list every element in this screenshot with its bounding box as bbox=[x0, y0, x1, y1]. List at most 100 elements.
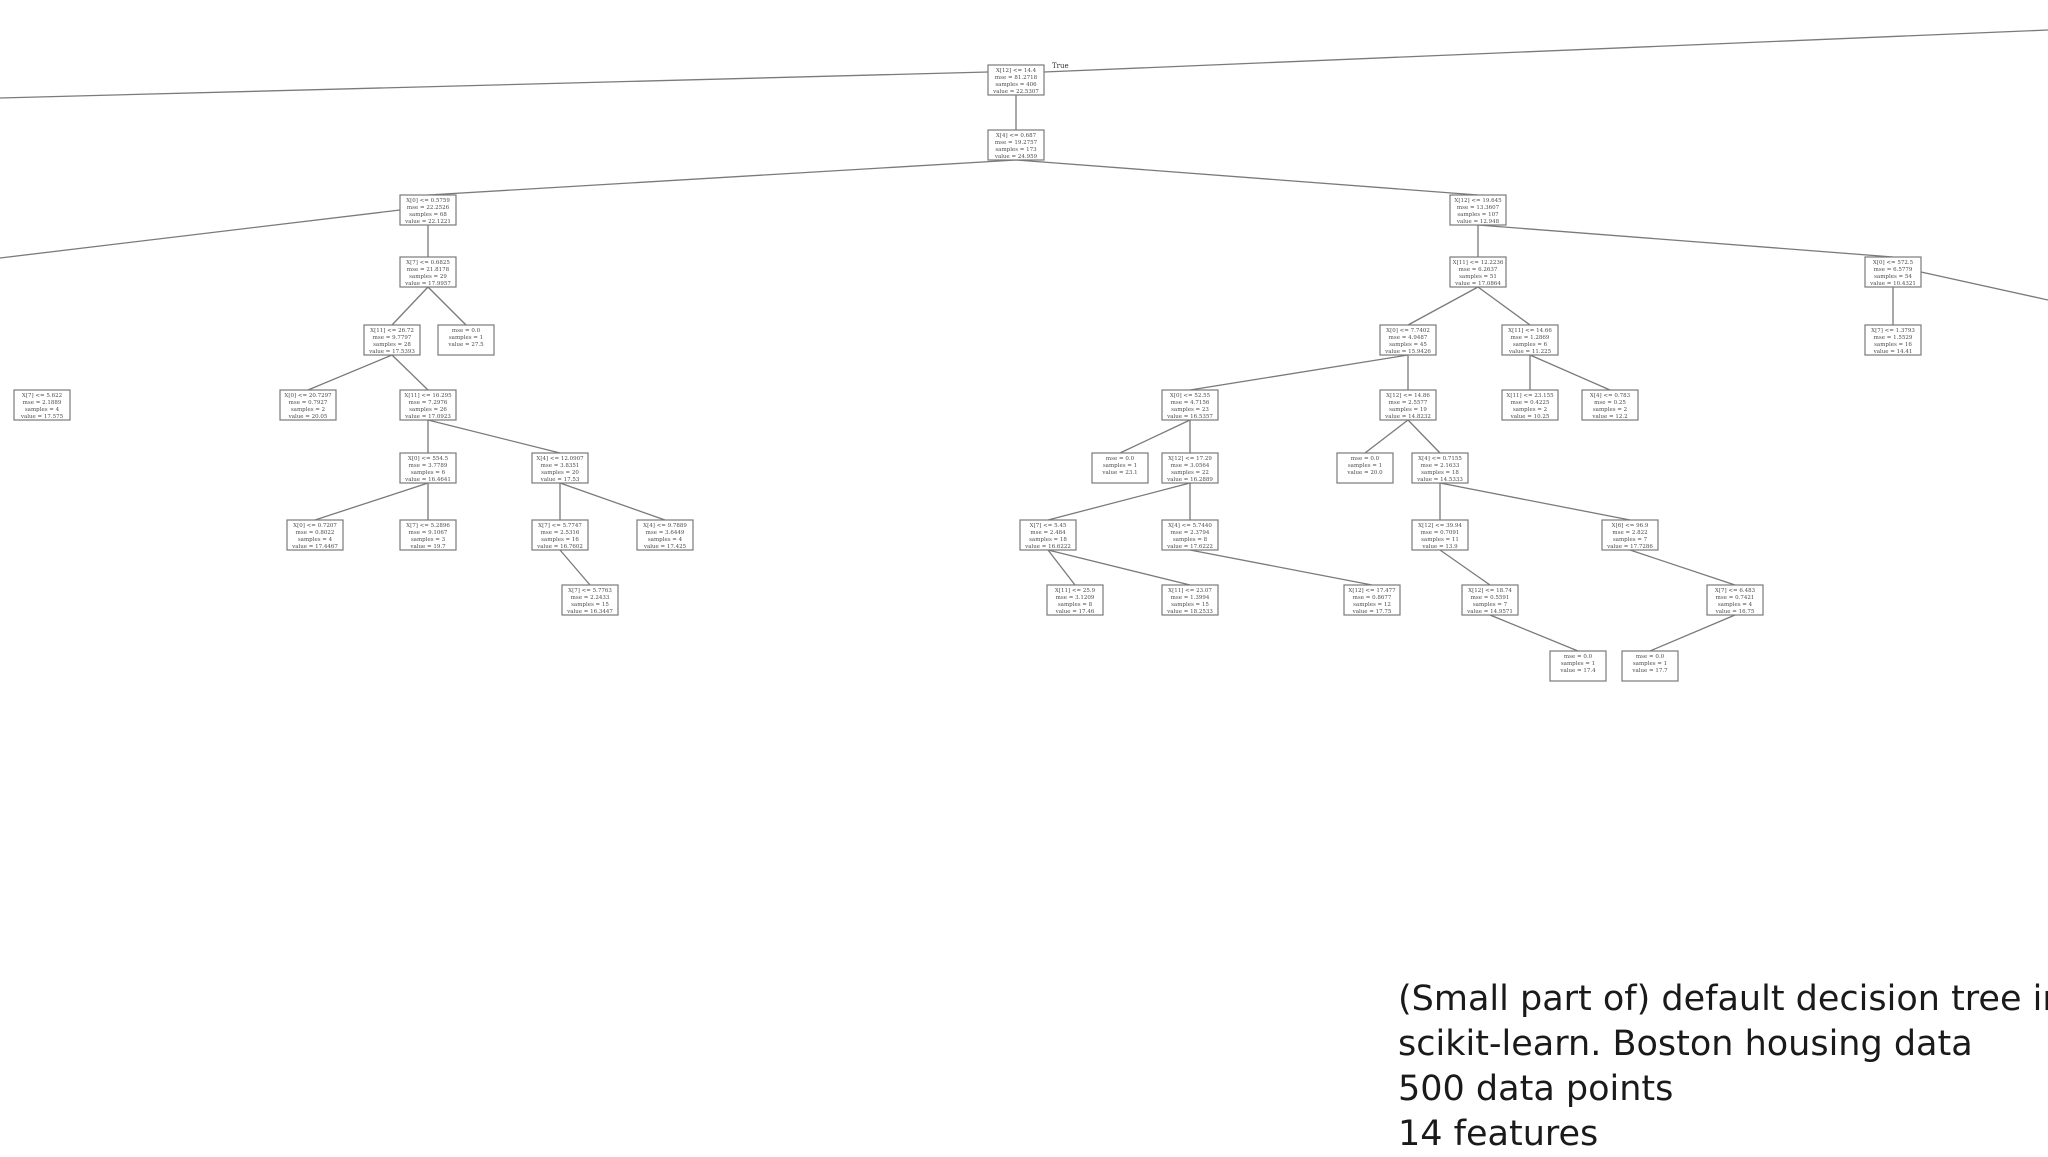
tree-node-line: samples = 6 bbox=[411, 470, 446, 476]
tree-edge bbox=[1489, 614, 1579, 652]
tree-node-line: mse = 21.8178 bbox=[407, 267, 450, 273]
tree-node-line: value = 17.0864 bbox=[1454, 281, 1501, 287]
tree-node-line: mse = 9.1067 bbox=[409, 530, 448, 536]
tree-node-line: value = 17.575 bbox=[20, 414, 64, 420]
tree-node-box bbox=[1161, 452, 1219, 484]
tree-node-line: samples = 18 bbox=[1029, 537, 1067, 543]
tree-node-box bbox=[1161, 389, 1219, 421]
tree-node-box bbox=[1501, 389, 1559, 421]
tree-node-line: X[12] <= 39.94 bbox=[1418, 523, 1462, 529]
tree-node-line: X[0] <= 554.5 bbox=[408, 456, 449, 462]
tree-node-box bbox=[1161, 584, 1219, 616]
tree-node-line: mse = 0.7091 bbox=[1421, 530, 1460, 536]
tree-node-line: mse = 0.8022 bbox=[296, 530, 335, 536]
tree-edge bbox=[391, 354, 429, 391]
tree-node-box bbox=[561, 584, 619, 616]
tree-node-line: X[7] <= 5.622 bbox=[22, 393, 62, 399]
tree-node-line: value = 10.4321 bbox=[1869, 281, 1916, 287]
tree-node-line: samples = 45 bbox=[1389, 342, 1427, 348]
tree-node-line: mse = 0.7421 bbox=[1716, 595, 1755, 601]
caption-line-4: 14 features bbox=[1398, 1114, 1599, 1154]
tree-node-line: X[4] <= 5.7440 bbox=[1168, 523, 1212, 529]
tree-node-line: value = 12.948 bbox=[1456, 219, 1500, 225]
tree-node-line: samples = 68 bbox=[409, 212, 447, 218]
tree-node-line: samples = 19 bbox=[1389, 407, 1427, 413]
tree-node-box bbox=[363, 324, 421, 356]
tree-node-box bbox=[1706, 584, 1764, 616]
tree-node-line: samples = 1 bbox=[1633, 661, 1667, 667]
tree-node-box bbox=[1601, 519, 1659, 551]
tree-node-box bbox=[1336, 452, 1394, 484]
tree-edge bbox=[1047, 549, 1191, 586]
tree-node-line: samples = 7 bbox=[1613, 537, 1648, 543]
tree-node-box bbox=[1046, 584, 1104, 616]
tree-node-line: mse = 2.5577 bbox=[1389, 400, 1428, 406]
tree-node-box bbox=[1379, 389, 1437, 421]
tree-node-line: samples = 29 bbox=[409, 274, 447, 280]
tree-node-line: X[11] <= 12.2236 bbox=[1453, 260, 1504, 266]
tree-edge bbox=[1015, 159, 1479, 196]
tree-node-line: mse = 0.25 bbox=[1594, 400, 1626, 406]
tree-node-line: X[11] <= 25.9 bbox=[1055, 588, 1096, 594]
edge-label-true: True bbox=[1052, 62, 1069, 70]
tree-node-line: samples = 54 bbox=[1874, 274, 1912, 280]
tree-edge bbox=[1439, 482, 1631, 521]
tree-node-line: mse = 13.3607 bbox=[1457, 205, 1500, 211]
tree-node-line: mse = 3.1209 bbox=[1056, 595, 1095, 601]
tree-node-line: value = 15.9426 bbox=[1384, 349, 1431, 355]
tree-node-box bbox=[1019, 519, 1077, 551]
tree-node-line: mse = 4.7156 bbox=[1171, 400, 1210, 406]
tree-node-line: samples = 2 bbox=[1513, 407, 1547, 413]
tree-node-line: samples = 8 bbox=[1058, 602, 1093, 608]
tree-node-line: mse = 0.0 bbox=[452, 328, 481, 334]
tree-node-line: mse = 3.6449 bbox=[646, 530, 685, 536]
tree-node-line: mse = 1.5529 bbox=[1874, 335, 1913, 341]
tree-node-line: mse = 6.2637 bbox=[1459, 267, 1498, 273]
tree-node-line: X[11] <= 26.72 bbox=[370, 328, 414, 334]
tree-node-line: samples = 107 bbox=[1457, 212, 1499, 218]
tree-node-line: value = 16.5357 bbox=[1166, 414, 1213, 420]
tree-node-line: samples = 26 bbox=[409, 407, 447, 413]
tree-node-box bbox=[1161, 519, 1219, 551]
tree-edge bbox=[1439, 549, 1491, 586]
tree-node-box bbox=[1549, 650, 1607, 682]
tree-edge bbox=[1407, 419, 1441, 454]
tree-node-line: mse = 22.2526 bbox=[407, 205, 450, 211]
tree-node-line: samples = 2 bbox=[291, 407, 325, 413]
tree-edge bbox=[559, 482, 666, 521]
tree-edge bbox=[1119, 419, 1191, 454]
tree-node-line: value = 20.05 bbox=[288, 414, 328, 420]
tree-node-line: samples = 1 bbox=[1103, 463, 1137, 469]
tree-node-line: mse = 0.5591 bbox=[1471, 595, 1510, 601]
tree-node-line: mse = 3.0564 bbox=[1171, 463, 1210, 469]
tree-node-line: mse = 81.2718 bbox=[995, 75, 1038, 81]
tree-node-line: samples = 20 bbox=[541, 470, 579, 476]
tree-edge-offscreen bbox=[0, 209, 401, 259]
tree-edge bbox=[1629, 549, 1736, 586]
tree-node-line: value = 24.959 bbox=[994, 154, 1038, 160]
tree-node-line: X[6] <= 96.9 bbox=[1612, 523, 1649, 529]
tree-node-line: value = 16.4641 bbox=[404, 477, 451, 483]
tree-node-line: samples = 1 bbox=[1561, 661, 1595, 667]
tree-node-box bbox=[987, 129, 1045, 161]
tree-node-line: mse = 3.7789 bbox=[409, 463, 448, 469]
tree-node-box bbox=[1091, 452, 1149, 484]
tree-node-line: value = 14.41 bbox=[1873, 349, 1913, 355]
tree-node-line: X[4] <= 0.7155 bbox=[1418, 456, 1462, 462]
